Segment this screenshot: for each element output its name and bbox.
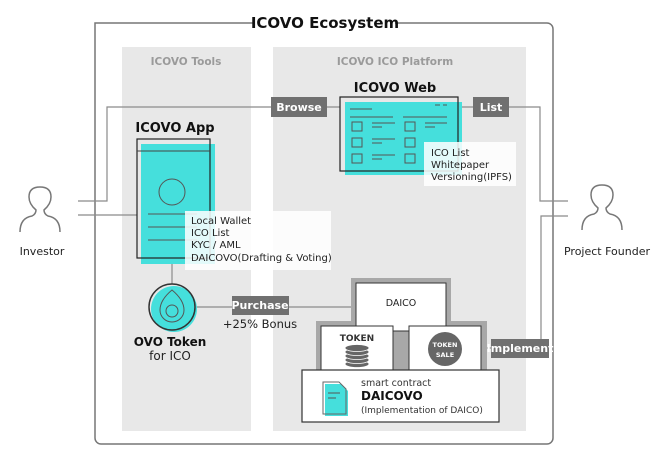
project-founder-label: Project Founder (564, 245, 650, 258)
token-sale-box: TOKEN SALE (408, 325, 482, 373)
svg-text:Implement: Implement (487, 342, 554, 355)
svg-text:Purchase: Purchase (231, 299, 288, 312)
diagram-title: ICOVO Ecosystem (251, 14, 399, 32)
svg-text:TOKEN: TOKEN (433, 341, 458, 349)
web-feature: Whitepaper (431, 160, 490, 171)
app-feature: KYC / AML (191, 240, 241, 251)
purchase-tag: Purchase (231, 296, 289, 315)
app-title: ICOVO App (135, 121, 214, 136)
web-feature: ICO List (431, 148, 470, 159)
coin-stack-icon (344, 344, 370, 368)
app-features-box (185, 211, 331, 270)
ecosystem-border (94, 22, 554, 445)
list-tag: List (473, 97, 509, 117)
token-name: OVO Token (134, 335, 207, 349)
token-sale-icon (428, 332, 462, 366)
svg-text:TOKEN: TOKEN (340, 334, 374, 344)
token-box: TOKEN (320, 325, 394, 373)
app-feature: ICO List (191, 228, 230, 239)
project-founder-icon (581, 184, 623, 231)
smart-contract-box: smart contract DAICOVO (Implementation o… (301, 369, 500, 423)
svg-text:(Implementation of DAICO): (Implementation of DAICO) (361, 406, 483, 416)
implement-tag: Implement (487, 339, 554, 358)
tools-panel-label: ICOVO Tools (151, 56, 222, 68)
svg-text:DAICO: DAICO (386, 298, 417, 309)
app-feature: Local Wallet (191, 216, 251, 227)
web-features-box (424, 142, 516, 186)
daico-box: DAICO (355, 282, 447, 332)
svg-text:DAICOVO: DAICOVO (361, 389, 423, 403)
web-feature: Versioning(IPFS) (431, 172, 512, 183)
token-sub: for ICO (149, 349, 191, 363)
ovo-token-icon (148, 283, 197, 332)
web-title: ICOVO Web (354, 81, 437, 96)
investor-label: Investor (20, 245, 65, 258)
platform-panel-label: ICOVO ICO Platform (337, 56, 453, 68)
bonus-label: +25% Bonus (223, 317, 297, 331)
investor-icon (19, 186, 61, 233)
svg-text:List: List (480, 101, 503, 114)
browse-tag: Browse (271, 97, 327, 117)
svg-text:smart contract: smart contract (361, 378, 431, 389)
svg-text:Browse: Browse (276, 101, 322, 114)
app-feature: DAICOVO(Drafting & Voting) (191, 253, 332, 264)
document-icon (322, 381, 348, 416)
svg-text:SALE: SALE (436, 351, 454, 359)
